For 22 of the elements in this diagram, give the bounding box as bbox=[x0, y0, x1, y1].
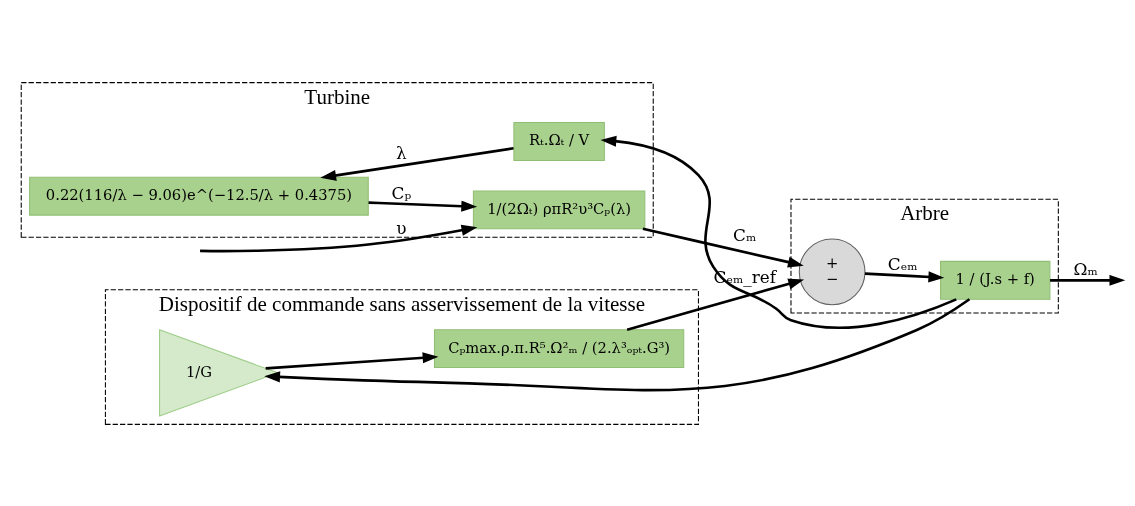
arrow bbox=[368, 200, 478, 212]
node-box: 0.22(116/λ − 9.06)e^(−12.5/λ + 0.4375) bbox=[29, 176, 369, 216]
node-box: Cₚmax.ρ.π.R⁵.Ω²ₘ / (2.λ³ₒₚₜ.G³) bbox=[433, 328, 685, 368]
edge-label: Cₘ bbox=[733, 224, 757, 245]
arrow bbox=[600, 135, 957, 329]
arrow bbox=[265, 351, 439, 370]
arrow bbox=[626, 278, 805, 331]
arrow bbox=[264, 297, 971, 391]
edge-label: υ bbox=[396, 217, 407, 238]
arrow bbox=[642, 227, 804, 267]
node-box: 1/(2Ωₜ) ρπR²υ³Cₚ(λ) bbox=[472, 189, 646, 229]
node-circle: + − bbox=[798, 238, 866, 305]
edge-label: Ωₘ bbox=[1073, 258, 1098, 279]
edge-label: Cₚ bbox=[391, 182, 412, 203]
node-box: Rₜ.Ωₜ / V bbox=[513, 121, 605, 161]
edge-label: λ bbox=[396, 142, 407, 163]
edge-label: Cₑₘ bbox=[887, 253, 918, 274]
arrow bbox=[1050, 274, 1126, 286]
arrow bbox=[200, 224, 478, 252]
arrow bbox=[864, 270, 945, 282]
arrow bbox=[320, 146, 514, 181]
node-box: 1 / (J.s + f) bbox=[940, 260, 1051, 300]
